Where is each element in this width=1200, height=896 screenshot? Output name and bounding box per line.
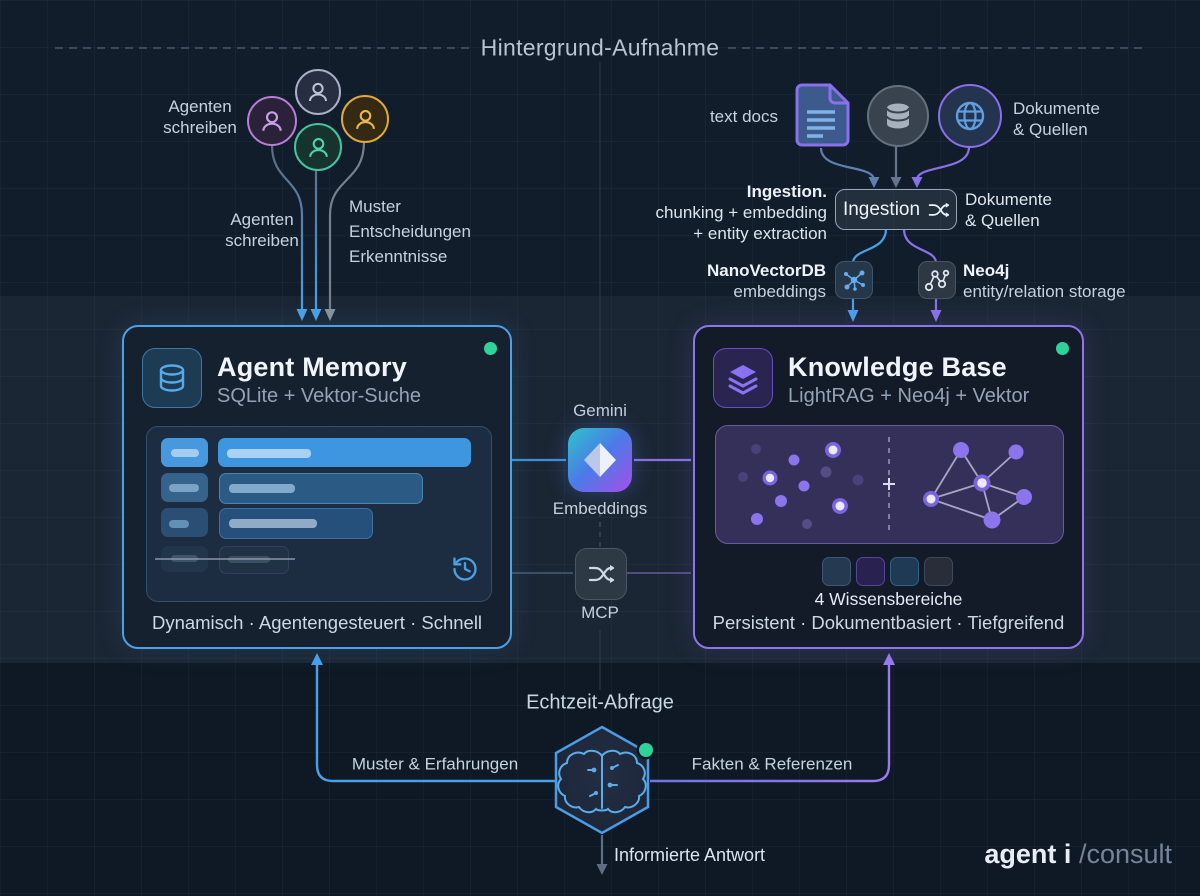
history-icon [451,555,479,588]
gemini-embeddings-icon [568,428,632,492]
knowledge-area-1 [822,557,851,586]
document-icon [793,82,851,153]
brand-logo-light: /consult [1078,839,1172,869]
ingestion-title: Ingestion. [746,182,827,201]
agents-label-top: Agenten schreiben [163,96,237,137]
agent-output-muster: Muster [349,197,401,216]
person-icon [308,137,328,157]
diamond-icon [584,443,616,477]
strikethrough-line [155,558,295,560]
person-icon [355,109,375,129]
kb-status-dot [1056,342,1069,355]
nanovectordb-icon [835,261,873,299]
nanovectordb-label: NanoVectorDB embeddings [640,260,826,302]
graph-nodes [923,442,1032,529]
agent-avatar-amber [341,95,389,143]
ingestion-right-label: Dokumente & Quellen [965,190,1052,231]
kb-title: Knowledge Base [788,352,1007,382]
neo4j-label: Neo4j entity/relation storage [963,260,1126,302]
person-icon [262,111,282,131]
neo4j-icon [918,261,956,299]
sources-label: Dokumente & Quellen [1013,99,1100,140]
ingestion-node-label: Ingestion [842,198,921,220]
neo4j-desc: entity/relation storage [963,282,1126,302]
vector-dots [738,442,864,529]
ingestion-desc: chunking + embedding + entity extraction [655,203,827,244]
agent-avatar-slate [295,69,341,115]
memory-row-bar [219,473,423,504]
memory-database-icon [142,348,202,408]
informed-answer-label: Informierte Antwort [614,845,766,865]
memory-footer: Dynamisch · Agentengesteuert · Schnell [151,612,483,633]
memory-subtitle: SQLite + Vektor-Suche [217,385,422,407]
background-band-top [0,0,1200,296]
ingestion-node: Ingestion [835,189,957,230]
knowledge-area-4 [924,557,953,586]
brand-logo: agent i /consult [984,839,1172,870]
neo4j-name: Neo4j [963,261,1010,280]
shuffle-icon [928,202,950,217]
mcp-label: MCP [581,603,619,622]
shuffle-icon [588,565,614,583]
memory-list-panel [146,426,492,602]
realtime-query-label: Echtzeit-Abfrage [526,691,674,714]
agent-avatar-teal [294,123,342,171]
memory-row-bar-archived [219,546,289,574]
brand-logo-bold: agent i [984,839,1072,869]
memory-row-bar [219,508,373,539]
kb-subtitle: LightRAG + Neo4j + Vektor [788,385,1030,407]
nanovectordb-desc: embeddings [733,282,826,302]
agent-avatar-purple [247,96,297,146]
agent-output-entscheidungen: Entscheidungen [349,222,471,241]
nanovectordb-name: NanoVectorDB [706,261,826,280]
kb-visual-panel [715,425,1064,544]
vector-graph-visual [738,437,1032,531]
knowledge-area-3 [890,557,919,586]
agent-memory-card: Agent Memory SQLite + Vektor-Suche [122,325,512,649]
page-title: Hintergrund-Aufnahme [480,34,720,61]
memory-row-tag [161,438,208,467]
agent-output-erkenntnisse: Erkenntnisse [349,247,448,266]
agents-label-bottom: Agenten schreiben [225,209,299,250]
embeddings-label: Embeddings [552,499,648,518]
mcp-node [575,548,627,600]
database-source-icon [867,85,929,147]
patterns-label: Muster & Erfahrungen [351,754,519,774]
text-docs-label: text docs [709,107,778,126]
kb-areas-label: 4 Wissensbereiche [814,589,963,609]
memory-row-bar [218,438,471,467]
kb-layers-icon [713,348,773,408]
kb-footer: Persistent · Dokumentbasiert · Tiefgreif… [712,612,1065,633]
memory-status-dot [484,342,497,355]
memory-row-tag [161,508,208,537]
facts-label: Fakten & Referenzen [691,754,853,774]
person-icon [309,82,327,102]
ingestion-description: Ingestion. chunking + embedding + entity… [597,181,827,244]
gemini-label: Gemini [573,401,627,420]
knowledge-area-2 [856,557,885,586]
memory-title: Agent Memory [217,352,407,382]
memory-row-tag [161,473,208,502]
knowledge-base-card: Knowledge Base LightRAG + Neo4j + Vektor [693,325,1084,649]
globe-icon [938,84,1002,148]
